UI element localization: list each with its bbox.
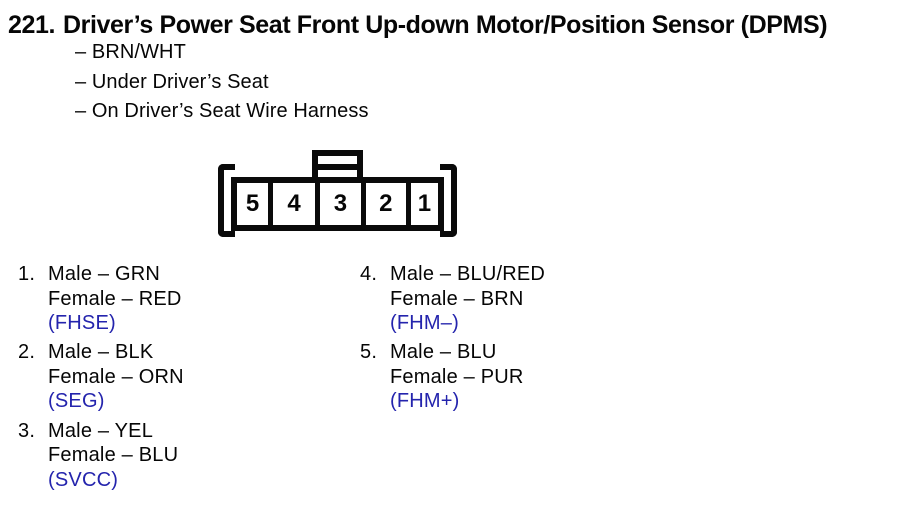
terminal-name: (SEG): [48, 390, 105, 413]
female-wire-color: Female – BRN: [390, 287, 524, 310]
connector-lock-tab-ridge: [318, 164, 357, 170]
female-wire-color: Female – RED: [48, 287, 182, 310]
male-wire-color: Male – YEL: [48, 419, 154, 442]
page-title: Driver’s Power Seat Front Up-down Motor/…: [63, 11, 828, 39]
section-number: 221.: [8, 11, 56, 39]
connector-pin-cell-1: 1: [417, 190, 432, 217]
pin-number: 4.: [360, 263, 378, 285]
pin-list-column-left: 1. Male – GRN Female – RED (FHSE) 2. Mal…: [18, 262, 360, 497]
female-wire-color: Female – BLU: [48, 444, 179, 467]
terminal-name: (FHSE): [48, 312, 116, 335]
connector-end-bracket-left: [218, 164, 235, 237]
female-wire-color: Female – PUR: [390, 365, 524, 388]
detail-line-harness: – On Driver’s Seat Wire Harness: [75, 100, 369, 122]
pin-item-3: 3. Male – YEL Female – BLU (SVCC): [18, 419, 360, 493]
male-wire-color: Male – BLU/RED: [390, 263, 546, 285]
connector-body: 5 4 3 2 1: [231, 177, 444, 231]
terminal-name: (FHM–): [390, 312, 459, 335]
connector-pin-cell-3: 3: [320, 183, 366, 225]
connector-details: – BRN/WHT – Under Driver’s Seat – On Dri…: [75, 38, 369, 127]
pin-item-1: 1. Male – GRN Female – RED (FHSE): [18, 262, 360, 336]
pin-item-4: 4. Male – BLU/RED Female – BRN (FHM–): [360, 262, 545, 336]
pin-number: 3.: [18, 419, 36, 442]
pin-item-lines: Male – BLU Female – PUR (FHM+): [390, 340, 524, 414]
pin-item-2: 2. Male – BLK Female – ORN (SEG): [18, 340, 360, 414]
pin-number: 5.: [360, 341, 378, 364]
male-wire-color: Male – BLK: [48, 341, 154, 364]
pin-item-lines: Male – BLK Female – ORN (SEG): [48, 340, 184, 414]
male-wire-color: Male – GRN: [48, 263, 161, 285]
connector-lock-tab: [312, 150, 363, 179]
connector-pin-cell-2: 2: [366, 183, 411, 225]
pin-list-column-right: 4. Male – BLU/RED Female – BRN (FHM–) 5.…: [360, 262, 545, 497]
pin-item-5: 5. Male – BLU Female – PUR (FHM+): [360, 340, 545, 414]
female-wire-color: Female – ORN: [48, 365, 184, 388]
terminal-name: (FHM+): [390, 390, 460, 413]
terminal-name: (SVCC): [48, 468, 119, 491]
pin-list: 1. Male – GRN Female – RED (FHSE) 2. Mal…: [18, 262, 545, 497]
detail-line-wire-color: – BRN/WHT: [75, 41, 186, 63]
pin-item-lines: Male – BLU/RED Female – BRN (FHM–): [390, 262, 545, 336]
male-wire-color: Male – BLU: [390, 341, 497, 364]
pin-item-lines: Male – GRN Female – RED (FHSE): [48, 262, 182, 336]
detail-line-location: – Under Driver’s Seat: [75, 70, 269, 93]
connector-diagram: 5 4 3 2 1: [218, 150, 457, 240]
connector-pin-cell-5: 5: [237, 183, 274, 225]
pin-number: 2.: [18, 341, 36, 364]
pin-number: 1.: [18, 263, 36, 285]
page-header: 221. Driver’s Power Seat Front Up-down M…: [8, 11, 828, 39]
connector-pin-cell-4: 4: [273, 183, 320, 225]
pin-item-lines: Male – YEL Female – BLU (SVCC): [48, 419, 178, 493]
connector-end-bracket-right: [440, 164, 457, 237]
